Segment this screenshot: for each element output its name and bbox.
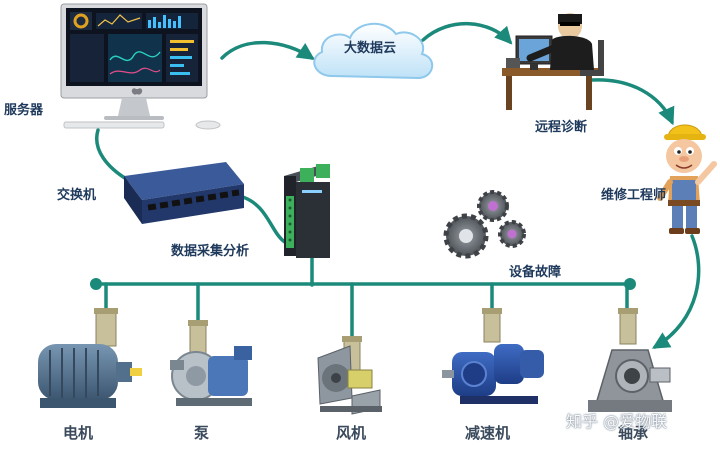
bus-endpoint-right bbox=[624, 278, 636, 290]
gears-icon bbox=[443, 190, 526, 259]
link-cloud-remote bbox=[421, 21, 513, 45]
centrifugal-fan-icon bbox=[317, 336, 382, 415]
network-switch-icon bbox=[124, 162, 244, 224]
bus-endpoint-left bbox=[90, 278, 102, 290]
bearing-label: 轴承 bbox=[618, 424, 649, 442]
watermark: 知乎 @爱物联 bbox=[566, 412, 668, 431]
link-switch-daq bbox=[238, 194, 290, 246]
electric-motor-icon bbox=[38, 308, 142, 408]
fan-label: 风机 bbox=[336, 424, 367, 442]
cloud-icon bbox=[313, 22, 433, 80]
reducer-label: 减速机 bbox=[465, 424, 511, 442]
cloud-label: 大数据云 bbox=[344, 41, 397, 56]
link-server-cloud bbox=[220, 40, 315, 60]
pillow-block-bearing-icon bbox=[588, 308, 672, 412]
link-server-switch bbox=[95, 128, 130, 182]
engineer-label: 维修工程师 bbox=[601, 188, 667, 203]
switch-label: 交换机 bbox=[57, 188, 97, 203]
pump-label: 泵 bbox=[194, 424, 210, 442]
din-rail-daq-module-icon bbox=[284, 164, 330, 258]
equipment-fault-label: 设备故障 bbox=[509, 265, 562, 280]
daq-label: 数据采集分析 bbox=[171, 244, 250, 259]
gear-reducer-icon bbox=[442, 308, 544, 404]
server-icon bbox=[60, 3, 221, 130]
link-remote-engineer bbox=[590, 78, 675, 126]
hacker-at-desk-icon bbox=[502, 13, 604, 110]
pump-icon bbox=[170, 320, 252, 406]
builder-character-icon bbox=[657, 124, 717, 234]
link-engineer-bearing bbox=[652, 234, 701, 349]
server-label: 服务器 bbox=[4, 103, 44, 118]
connector-lines bbox=[94, 21, 701, 349]
motor-label: 电机 bbox=[63, 424, 94, 442]
remote-diagnosis-label: 远程诊断 bbox=[535, 120, 588, 135]
